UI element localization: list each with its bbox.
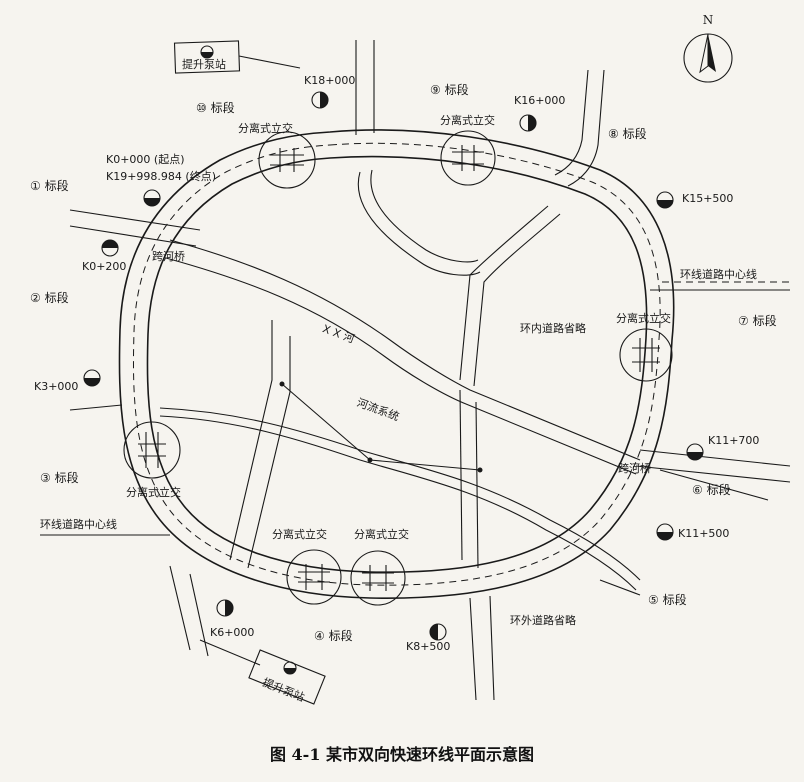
outer-road-n2 — [554, 69, 605, 187]
centerline-e-label: 环线道路中心线 — [680, 267, 757, 281]
river-line — [159, 415, 637, 591]
station-labels: K0+000 (起点) K19+998.984 (终点) K0+200 K3+0… — [34, 74, 759, 653]
ring-inner-edge — [146, 155, 648, 573]
station-marker-icon — [686, 443, 704, 461]
section-9-label: ⑨ 标段 — [430, 82, 469, 97]
interchange-s2-label: 分离式立交 — [354, 527, 409, 541]
inner-roads — [159, 169, 641, 591]
section-4-label: ④ 标段 — [314, 628, 353, 643]
interchange-nw-symbol — [258, 131, 316, 189]
inner-roads-label: 环内道路省略 — [520, 321, 586, 335]
interchange-nw-label: 分离式立交 — [238, 121, 293, 135]
interchange-e-symbol — [619, 328, 673, 382]
station-k8-500: K8+500 — [406, 640, 450, 653]
bridge-e-label: 跨河桥 — [618, 462, 651, 475]
station-k11-500: K11+500 — [678, 527, 729, 540]
river-system-label: 河流系统 — [355, 395, 401, 423]
interchange-w-label: 分离式立交 — [126, 485, 181, 499]
section-labels: ① 标段 ② 标段 ③ 标段 ④ 标段 ⑤ 标段 ⑥ 标段 ⑦ 标段 ⑧ 标段 … — [30, 82, 777, 643]
station-k3-000: K3+000 — [34, 380, 78, 393]
north-label: N — [703, 13, 714, 27]
river-line — [159, 407, 641, 581]
ring-centerline — [132, 142, 661, 586]
ring-road — [118, 129, 675, 599]
station-marker-icon — [83, 369, 101, 387]
section-8-label: ⑧ 标段 — [608, 126, 647, 141]
section-10-label: ⑩ 标段 — [196, 100, 235, 115]
pump-station-bottom-label: 提升泵站 — [261, 675, 307, 704]
station-marker-icon — [656, 523, 674, 541]
station-marker-icon — [143, 189, 161, 207]
inner-road — [459, 389, 463, 561]
inner-road — [247, 336, 291, 569]
inner-road — [169, 239, 641, 461]
outer-road-n1 — [355, 40, 375, 135]
outer-roads-label: 环外道路省略 — [510, 613, 576, 627]
outer-road-se — [635, 449, 791, 501]
inner-road — [370, 169, 479, 263]
centerline-w-label: 环线道路中心线 — [40, 517, 117, 531]
inner-road — [473, 213, 561, 387]
outer-road-sw — [169, 565, 209, 657]
station-k6-000: K6+000 — [210, 626, 254, 639]
pump-station-top — [173, 40, 301, 74]
station-k11-700: K11+700 — [708, 434, 759, 447]
interchange-s2-symbol — [350, 550, 406, 606]
interchange-s1-symbol — [286, 549, 342, 605]
compass-icon: N — [683, 13, 733, 83]
inner-road — [459, 205, 549, 381]
station-marker-icon — [101, 239, 119, 257]
station-k18-000: K18+000 — [304, 74, 355, 87]
ring-outer-edge — [118, 129, 675, 599]
station-markers — [83, 91, 704, 641]
station-marker-icon — [519, 114, 537, 132]
station-marker-icon — [656, 191, 674, 209]
outer-roads — [40, 40, 791, 701]
interchange-e-label: 分离式立交 — [616, 311, 671, 325]
interchange-w-symbol — [123, 421, 181, 479]
bridge-w-label: 跨河桥 — [152, 250, 185, 263]
pump-station-top-label: 提升泵站 — [182, 57, 226, 71]
inner-road — [229, 320, 273, 561]
outer-road-s — [469, 595, 495, 701]
inner-road — [357, 171, 481, 276]
station-marker-icon — [429, 623, 447, 641]
station-k0-200: K0+200 — [82, 260, 126, 273]
outer-arrow-5 — [599, 579, 641, 596]
station-k16-000: K16+000 — [514, 94, 565, 107]
station-k19-end: K19+998.984 (终点) — [106, 169, 216, 183]
station-k15-500: K15+500 — [682, 192, 733, 205]
station-marker-icon — [216, 599, 234, 617]
interchange-s1-label: 分离式立交 — [272, 527, 327, 541]
section-2-label: ② 标段 — [30, 290, 69, 305]
station-k0-start: K0+000 (起点) — [106, 153, 185, 166]
inner-road — [475, 401, 479, 569]
interchanges — [123, 130, 673, 606]
section-5-label: ⑤ 标段 — [648, 592, 687, 607]
section-1-label: ① 标段 — [30, 178, 69, 193]
section-6-label: ⑥ 标段 — [692, 482, 731, 497]
figure-caption: 图 4-1 某市双向快速环线平面示意图 — [270, 745, 534, 764]
section-3-label: ③ 标段 — [40, 470, 79, 485]
outer-road-w — [69, 404, 123, 411]
station-marker-icon — [311, 91, 329, 109]
inner-road — [165, 257, 637, 475]
outer-road-nw — [69, 209, 201, 247]
pump-station-bottom — [199, 639, 326, 705]
interchange-n-symbol — [440, 130, 496, 186]
interchange-n-label: 分离式立交 — [440, 113, 495, 127]
section-7-label: ⑦ 标段 — [738, 313, 777, 328]
